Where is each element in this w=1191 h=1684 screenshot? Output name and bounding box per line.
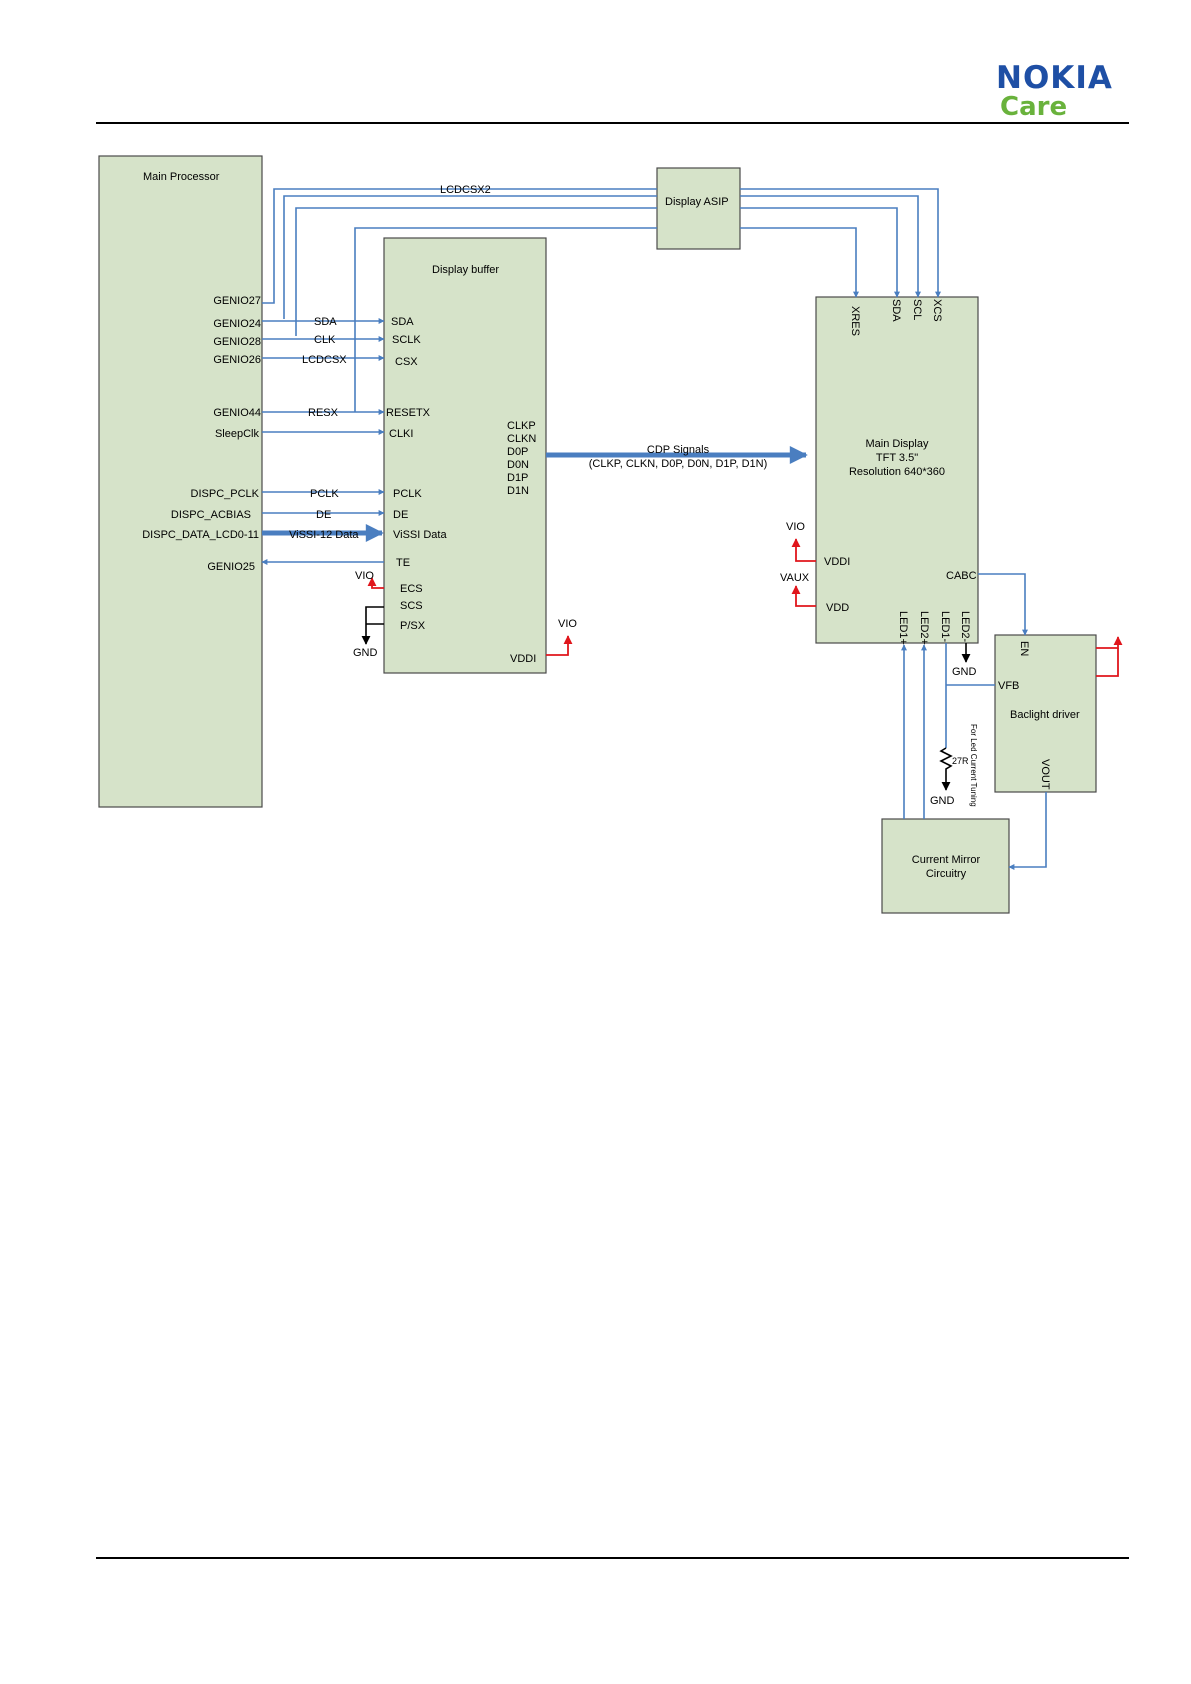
display-buffer-title: Display buffer — [432, 264, 499, 276]
pin-sleepclk: SleepClk — [215, 428, 260, 440]
signal-resx: RESX — [308, 407, 339, 419]
buffer-pin-sda: SDA — [391, 316, 414, 328]
main-display-block — [815, 296, 979, 644]
main-display-type: TFT 3.5" — [876, 452, 918, 464]
pin-genio28: GENIO28 — [213, 336, 261, 348]
nokia-logo: NOKIA — [996, 60, 1113, 96]
buffer-out-clkp: CLKP — [507, 420, 536, 432]
cdp-signals: (CLKP, CLKN, D0P, D0N, D1P, D1N) — [589, 458, 768, 470]
display-pin-xcs: XCS — [931, 299, 943, 322]
current-mirror-title: Current Mirror — [912, 854, 981, 866]
buffer-out-d0n: D0N — [507, 459, 529, 471]
buffer-out-d0p: D0P — [507, 446, 528, 458]
display-pin-cabc: CABC — [946, 570, 977, 582]
display-pin-led2-plus: LED2+ — [918, 611, 930, 645]
pin-genio26: GENIO26 — [213, 354, 261, 366]
signal-clk: CLK — [314, 334, 336, 346]
pin-genio25: GENIO25 — [207, 561, 255, 573]
buffer-out-d1n: D1N — [507, 485, 529, 497]
signal-vissi-data: ViSSI-12 Data — [289, 529, 359, 541]
main-display-title: Main Display — [866, 438, 929, 450]
buffer-pin-resetx: RESETX — [386, 407, 431, 419]
display-pin-scl: SCL — [911, 299, 923, 320]
gnd-label-buffer: GND — [353, 647, 378, 659]
pin-dispc-pclk: DISPC_PCLK — [191, 488, 260, 500]
vaux-label: VAUX — [780, 572, 810, 584]
vio-label-display: VIO — [786, 521, 805, 533]
pin-dispc-acbias: DISPC_ACBIAS — [171, 509, 251, 521]
display-pin-led1-plus: LED1+ — [897, 611, 909, 645]
buffer-pin-vddi: VDDI — [510, 653, 536, 665]
footer-rule — [96, 1557, 1129, 1559]
buffer-out-clkn: CLKN — [507, 433, 536, 445]
buffer-pin-clki: CLKI — [389, 428, 413, 440]
signal-sda: SDA — [314, 316, 337, 328]
display-pin-vdd: VDD — [826, 602, 849, 614]
main-processor-title: Main Processor — [143, 171, 220, 183]
buffer-pin-pclk: PCLK — [393, 488, 422, 500]
buffer-pin-sclk: SCLK — [392, 334, 421, 346]
display-asip-title: Display ASIP — [665, 196, 729, 208]
gnd-label-resistor: GND — [930, 795, 955, 807]
cdp-label: CDP Signals — [647, 444, 710, 456]
current-tuning-note: For Led Current Tuning — [969, 724, 978, 807]
display-pin-xres: XRES — [849, 306, 861, 336]
resistor-label: 27R — [952, 756, 969, 766]
buffer-pin-te: TE — [396, 557, 410, 569]
buffer-pin-csx: CSX — [395, 356, 418, 368]
gnd-label-led2: GND — [952, 666, 977, 678]
vio-label-buffer: VIO — [558, 618, 577, 630]
display-asip-block — [656, 167, 741, 250]
header-rule — [96, 122, 1129, 124]
pin-genio24: GENIO24 — [213, 318, 261, 330]
main-display-resolution: Resolution 640*360 — [849, 466, 945, 478]
display-pin-led1-minus: LED1- — [939, 611, 951, 643]
current-mirror-subtitle: Circuitry — [926, 868, 967, 880]
driver-pin-vout: VOUT — [1039, 759, 1051, 790]
main-processor-block — [98, 155, 263, 808]
display-pin-sda: SDA — [890, 299, 902, 322]
buffer-pin-psx: P/SX — [400, 620, 426, 632]
display-pin-led2-minus: LED2- — [959, 611, 971, 643]
display-pin-vddi: VDDI — [824, 556, 850, 568]
buffer-pin-vissi: ViSSI Data — [393, 529, 447, 541]
buffer-pin-de: DE — [393, 509, 408, 521]
care-logo: Care — [1000, 92, 1068, 122]
buffer-pin-scs: SCS — [400, 600, 423, 612]
signal-lcdcsx2: LCDCSX2 — [440, 184, 491, 196]
buffer-out-d1p: D1P — [507, 472, 528, 484]
current-mirror-block — [881, 818, 1010, 914]
pin-dispc-data: DISPC_DATA_LCD0-11 — [142, 529, 259, 541]
pin-genio27: GENIO27 — [213, 295, 261, 307]
vio-label-ecs: VIO — [355, 570, 374, 582]
driver-pin-en: EN — [1018, 641, 1030, 656]
signal-lcdcsx: LCDCSX — [302, 354, 347, 366]
buffer-pin-ecs: ECS — [400, 583, 423, 595]
display-buffer-block — [383, 237, 547, 674]
pin-genio44: GENIO44 — [213, 407, 261, 419]
signal-de: DE — [316, 509, 331, 521]
signal-pclk: PCLK — [310, 488, 339, 500]
driver-pin-vfb: VFB — [998, 680, 1019, 692]
backlight-driver-block — [994, 634, 1097, 793]
backlight-driver-title: Baclight driver — [1010, 709, 1080, 721]
